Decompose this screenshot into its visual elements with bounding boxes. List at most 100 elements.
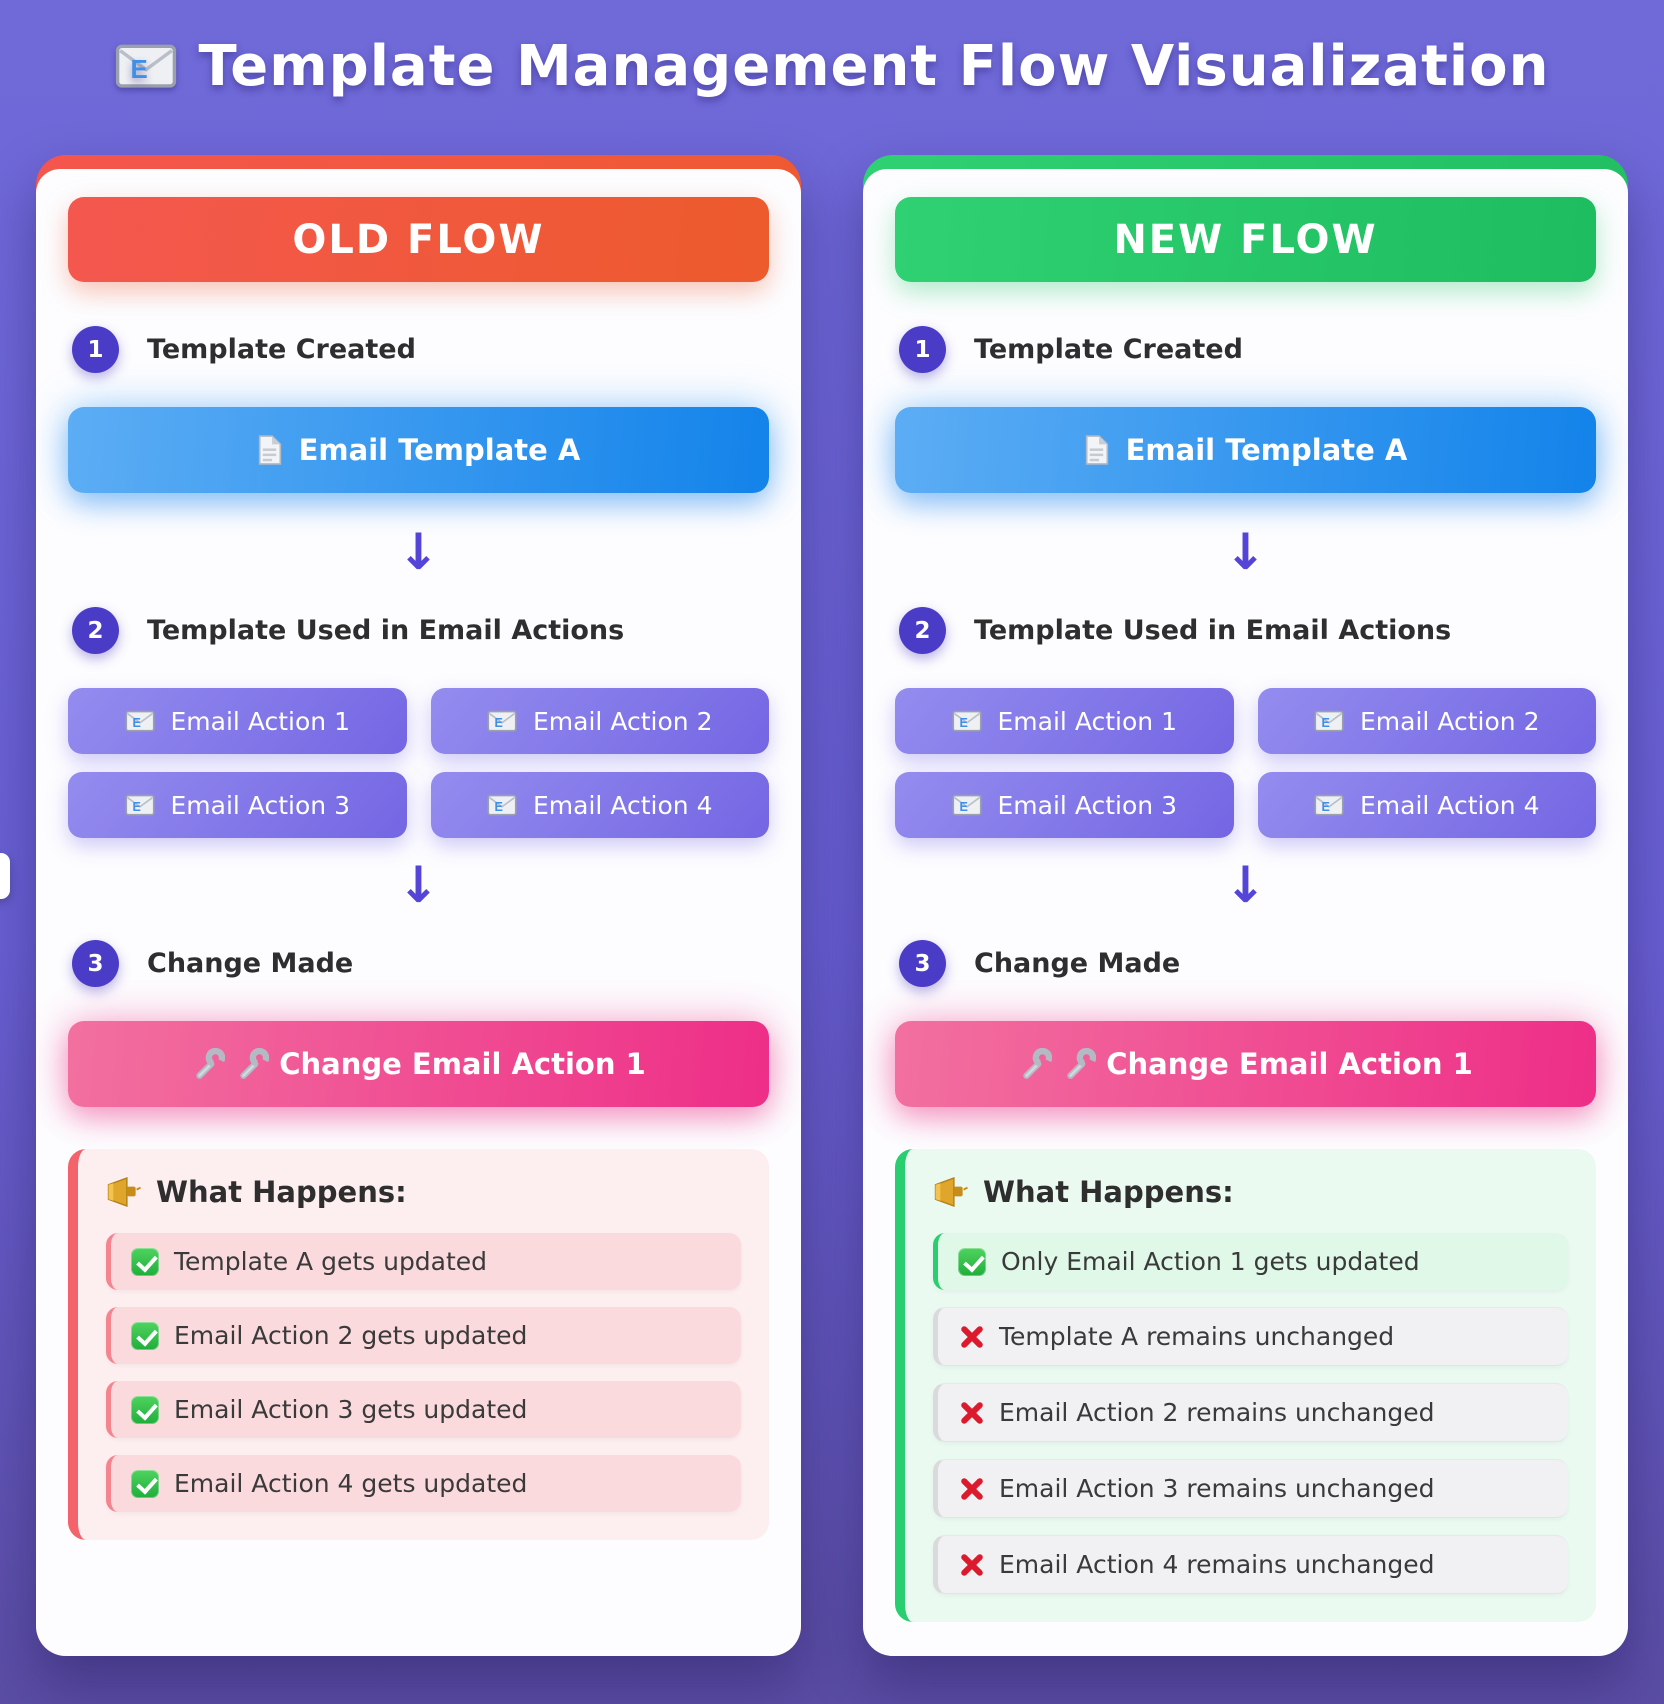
new-flow-card: NEW FLOW 1 Template Created Email Templa… xyxy=(863,155,1628,1656)
happens-item-text: Email Action 2 remains unchanged xyxy=(999,1398,1435,1427)
old-email-template-button[interactable]: Email Template A xyxy=(68,407,769,493)
template-button-label: Email Template A xyxy=(298,433,581,467)
email-icon xyxy=(487,710,517,732)
old-flow-card-body: OLD FLOW 1 Template Created Email Templa… xyxy=(36,169,801,1656)
down-arrow: ↓ xyxy=(397,856,440,914)
new-email-action-2-button[interactable]: Email Action 2 xyxy=(1257,688,1596,754)
check-icon xyxy=(131,1321,159,1350)
document-icon xyxy=(1085,435,1108,465)
step-number-badge: 1 xyxy=(899,326,946,373)
happens-item-text: Template A gets updated xyxy=(174,1247,488,1276)
step-label: Template Created xyxy=(974,334,1243,365)
email-icon xyxy=(124,710,155,732)
cross-icon xyxy=(958,1552,984,1578)
down-arrow: ↓ xyxy=(1224,856,1267,914)
email-icon xyxy=(951,794,982,816)
cross-icon xyxy=(958,1400,984,1426)
document-icon xyxy=(258,435,281,465)
page-title-text: Template Management Flow Visualization xyxy=(198,34,1550,99)
cross-icon xyxy=(958,1476,984,1502)
new-step-2: 2 Template Used in Email Actions xyxy=(899,607,1596,654)
change-button-label: Change Email Action 1 xyxy=(279,1047,646,1081)
old-what-happens-box: What Happens: Template A gets updated Em… xyxy=(68,1149,769,1540)
new-step-3: 3 Change Made xyxy=(899,940,1596,987)
new-email-action-1-button[interactable]: Email Action 1 xyxy=(895,688,1234,754)
happens-item-text: Email Action 3 gets updated xyxy=(174,1395,528,1424)
new-step-1: 1 Template Created xyxy=(899,326,1596,373)
megaphone-icon xyxy=(934,1176,969,1208)
old-email-action-3-button[interactable]: Email Action 3 xyxy=(68,772,407,838)
change-button-label: Change Email Action 1 xyxy=(1106,1047,1473,1081)
email-icon xyxy=(487,794,517,816)
old-email-action-1-button[interactable]: Email Action 1 xyxy=(68,688,407,754)
cross-icon xyxy=(958,1324,984,1350)
wrench-icon xyxy=(191,1047,225,1081)
happens-item: Email Action 2 remains unchanged xyxy=(933,1383,1568,1442)
down-arrow: ↓ xyxy=(397,523,440,581)
old-step-2: 2 Template Used in Email Actions xyxy=(72,607,769,654)
step-number-badge: 1 xyxy=(72,326,119,373)
what-happens-title: What Happens: xyxy=(106,1175,741,1209)
email-icon xyxy=(1314,794,1344,816)
old-step-1: 1 Template Created xyxy=(72,326,769,373)
happens-item: Only Email Action 1 gets updated xyxy=(933,1233,1568,1290)
happens-item-text: Email Action 3 remains unchanged xyxy=(999,1474,1435,1503)
email-icon xyxy=(951,710,982,732)
check-icon xyxy=(131,1469,159,1498)
new-change-email-action-button[interactable]: Change Email Action 1 xyxy=(895,1021,1596,1107)
step-label: Change Made xyxy=(974,948,1181,979)
email-icon xyxy=(115,44,176,88)
template-button-label: Email Template A xyxy=(1125,433,1408,467)
action-button-label: Email Action 2 xyxy=(1360,706,1540,736)
email-icon xyxy=(124,794,155,816)
wrench-icon xyxy=(235,1047,269,1081)
what-happens-title-text: What Happens: xyxy=(983,1175,1234,1209)
wrench-icon xyxy=(1062,1047,1096,1081)
old-step-3: 3 Change Made xyxy=(72,940,769,987)
step-label: Template Created xyxy=(147,334,416,365)
old-email-action-2-button[interactable]: Email Action 2 xyxy=(430,688,769,754)
page-title: Template Management Flow Visualization xyxy=(0,0,1664,99)
wrench-icon xyxy=(1018,1047,1052,1081)
down-arrow: ↓ xyxy=(1224,523,1267,581)
happens-item: Template A remains unchanged xyxy=(933,1307,1568,1366)
old-flow-card: OLD FLOW 1 Template Created Email Templa… xyxy=(36,155,801,1656)
action-button-label: Email Action 3 xyxy=(170,790,350,820)
new-email-action-4-button[interactable]: Email Action 4 xyxy=(1257,772,1596,838)
happens-item: Email Action 4 gets updated xyxy=(106,1455,741,1512)
action-button-label: Email Action 1 xyxy=(170,706,350,736)
new-flow-card-body: NEW FLOW 1 Template Created Email Templa… xyxy=(863,169,1628,1656)
check-icon xyxy=(131,1395,159,1424)
step-number-badge: 2 xyxy=(72,607,119,654)
new-what-happens-box: What Happens: Only Email Action 1 gets u… xyxy=(895,1149,1596,1622)
happens-item-text: Email Action 4 remains unchanged xyxy=(999,1550,1435,1579)
action-button-label: Email Action 4 xyxy=(533,790,713,820)
happens-item: Template A gets updated xyxy=(106,1233,741,1290)
action-button-label: Email Action 2 xyxy=(533,706,713,736)
action-button-label: Email Action 1 xyxy=(997,706,1177,736)
check-icon xyxy=(131,1247,159,1276)
email-icon xyxy=(1314,710,1344,732)
action-button-label: Email Action 4 xyxy=(1360,790,1540,820)
new-email-actions-grid: Email Action 1 Email Action 2 Email Acti… xyxy=(895,688,1596,838)
old-change-email-action-button[interactable]: Change Email Action 1 xyxy=(68,1021,769,1107)
new-email-action-3-button[interactable]: Email Action 3 xyxy=(895,772,1234,838)
new-email-template-button[interactable]: Email Template A xyxy=(895,407,1596,493)
left-edge-tab xyxy=(0,853,10,899)
action-button-label: Email Action 3 xyxy=(997,790,1177,820)
happens-item-text: Email Action 4 gets updated xyxy=(174,1469,528,1498)
what-happens-title-text: What Happens: xyxy=(156,1175,407,1209)
step-label: Template Used in Email Actions xyxy=(974,615,1452,646)
old-flow-header: OLD FLOW xyxy=(68,197,769,282)
happens-item: Email Action 3 remains unchanged xyxy=(933,1459,1568,1518)
old-email-action-4-button[interactable]: Email Action 4 xyxy=(430,772,769,838)
check-icon xyxy=(958,1247,986,1276)
happens-item: Email Action 3 gets updated xyxy=(106,1381,741,1438)
step-number-badge: 3 xyxy=(899,940,946,987)
step-label: Template Used in Email Actions xyxy=(147,615,625,646)
happens-item: Email Action 4 remains unchanged xyxy=(933,1535,1568,1594)
what-happens-title: What Happens: xyxy=(933,1175,1568,1209)
happens-item-text: Email Action 2 gets updated xyxy=(174,1321,528,1350)
happens-item-text: Template A remains unchanged xyxy=(999,1322,1395,1351)
happens-item-text: Only Email Action 1 gets updated xyxy=(1001,1247,1420,1276)
